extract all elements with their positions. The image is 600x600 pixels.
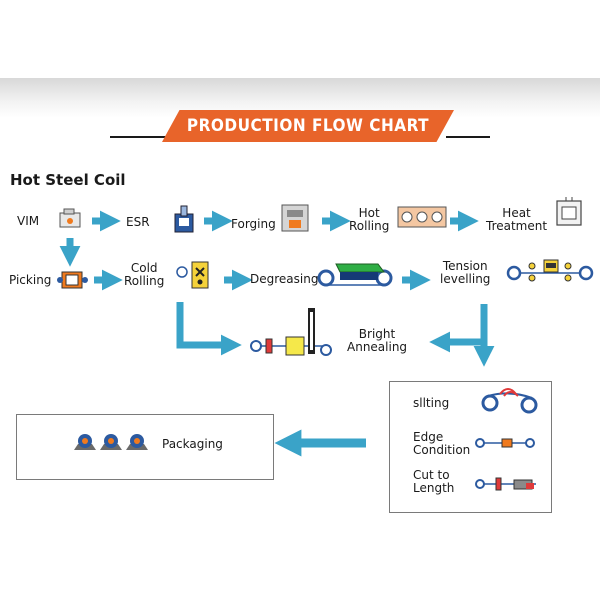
header-rule-right (446, 136, 490, 138)
packaged-coils-icon (74, 434, 148, 450)
bright-annealing-furnace-icon (250, 308, 332, 356)
step-edge-condition: Edge Condition (413, 430, 471, 457)
step-slitting: sllting (413, 396, 450, 410)
cut-to-length-icon (475, 477, 536, 491)
slitting-machine-icon (481, 388, 538, 414)
step-tension-levelling: Tension levelling (440, 259, 491, 286)
step-hot-rolling: Hot Rolling (349, 206, 390, 233)
hot-rolling-mill-icon (397, 206, 447, 228)
forging-press-icon (281, 204, 309, 232)
step-packaging: Packaging (162, 437, 223, 451)
cold-rolling-mill-icon (176, 261, 209, 289)
step-heat-treatment: Heat Treatment (486, 206, 548, 233)
step-picking: Picking (9, 273, 52, 287)
step-degreasing: Degreasing (250, 272, 319, 286)
pickling-tank-icon (57, 271, 88, 289)
step-cut-to-length: Cut to Length (413, 468, 455, 495)
header-rule-left (110, 136, 170, 138)
step-forging: Forging (231, 217, 276, 231)
page-title: PRODUCTION FLOW CHART (186, 116, 430, 136)
edge-conditioner-icon (475, 438, 535, 448)
vim-furnace-icon (59, 208, 81, 228)
step-cold-rolling: Cold Rolling (124, 261, 165, 288)
step-vim: VIM (17, 214, 40, 228)
heat-treatment-furnace-icon (556, 197, 582, 226)
section-title: Hot Steel Coil (10, 171, 126, 189)
step-esr: ESR (126, 215, 150, 229)
tension-leveller-icon (506, 259, 594, 282)
esr-furnace-icon (174, 205, 194, 233)
degreasing-line-icon (317, 263, 393, 287)
step-bright-annealing: Bright Annealing (347, 327, 408, 354)
title-banner: PRODUCTION FLOW CHART (162, 110, 454, 142)
arrow-coldrolling-annealing (176, 302, 242, 356)
